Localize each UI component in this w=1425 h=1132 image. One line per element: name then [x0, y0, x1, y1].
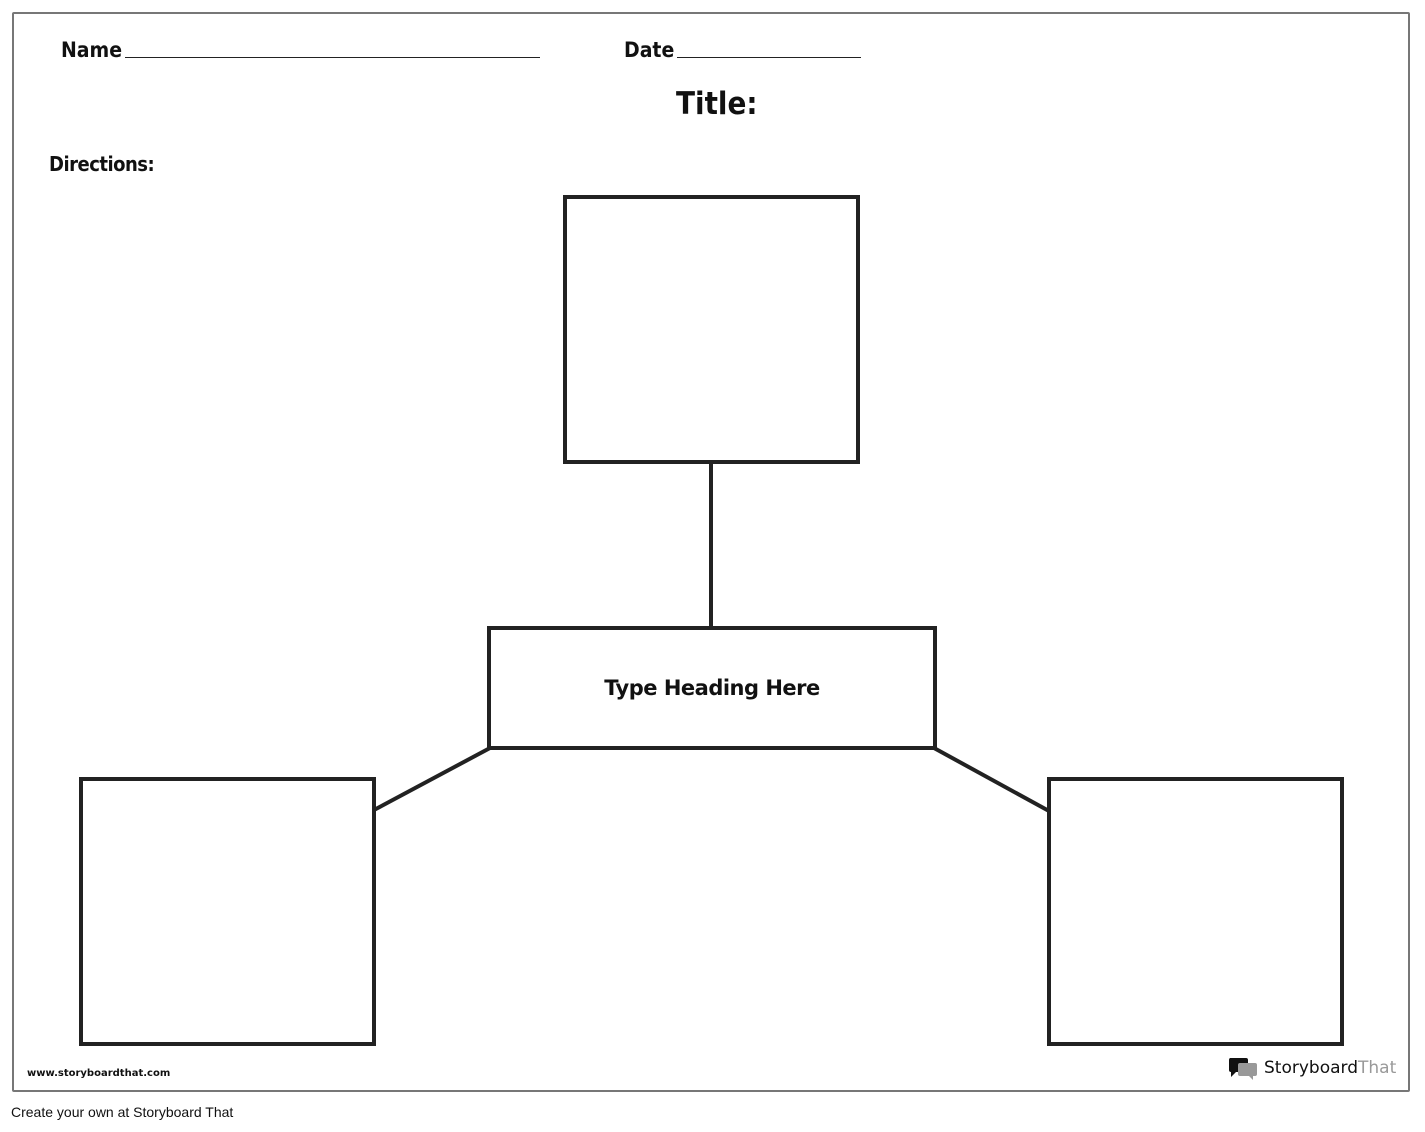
- center-heading[interactable]: Type Heading Here: [604, 676, 820, 700]
- date-field[interactable]: [677, 57, 861, 58]
- name-label: Name: [61, 38, 123, 62]
- title-label: Title:: [676, 86, 758, 122]
- storyboardthat-logo: StoryboardThat: [1228, 1056, 1396, 1080]
- footer-link[interactable]: Create your own at Storyboard That: [11, 1104, 234, 1120]
- connector-left: [373, 746, 491, 812]
- website-url: www.storyboardthat.com: [27, 1068, 171, 1079]
- date-label: Date: [624, 38, 675, 62]
- connector-right: [933, 746, 1050, 813]
- speech-bubbles-icon: [1228, 1058, 1257, 1080]
- left-box[interactable]: [79, 777, 376, 1046]
- top-box[interactable]: [563, 195, 860, 464]
- right-box[interactable]: [1047, 777, 1344, 1046]
- directions-label: Directions:: [49, 152, 155, 176]
- logo-text-secondary: That: [1358, 1058, 1397, 1078]
- logo-text-primary: Storyboard: [1264, 1058, 1358, 1078]
- worksheet-frame: [12, 12, 1410, 1092]
- name-field[interactable]: [125, 57, 540, 58]
